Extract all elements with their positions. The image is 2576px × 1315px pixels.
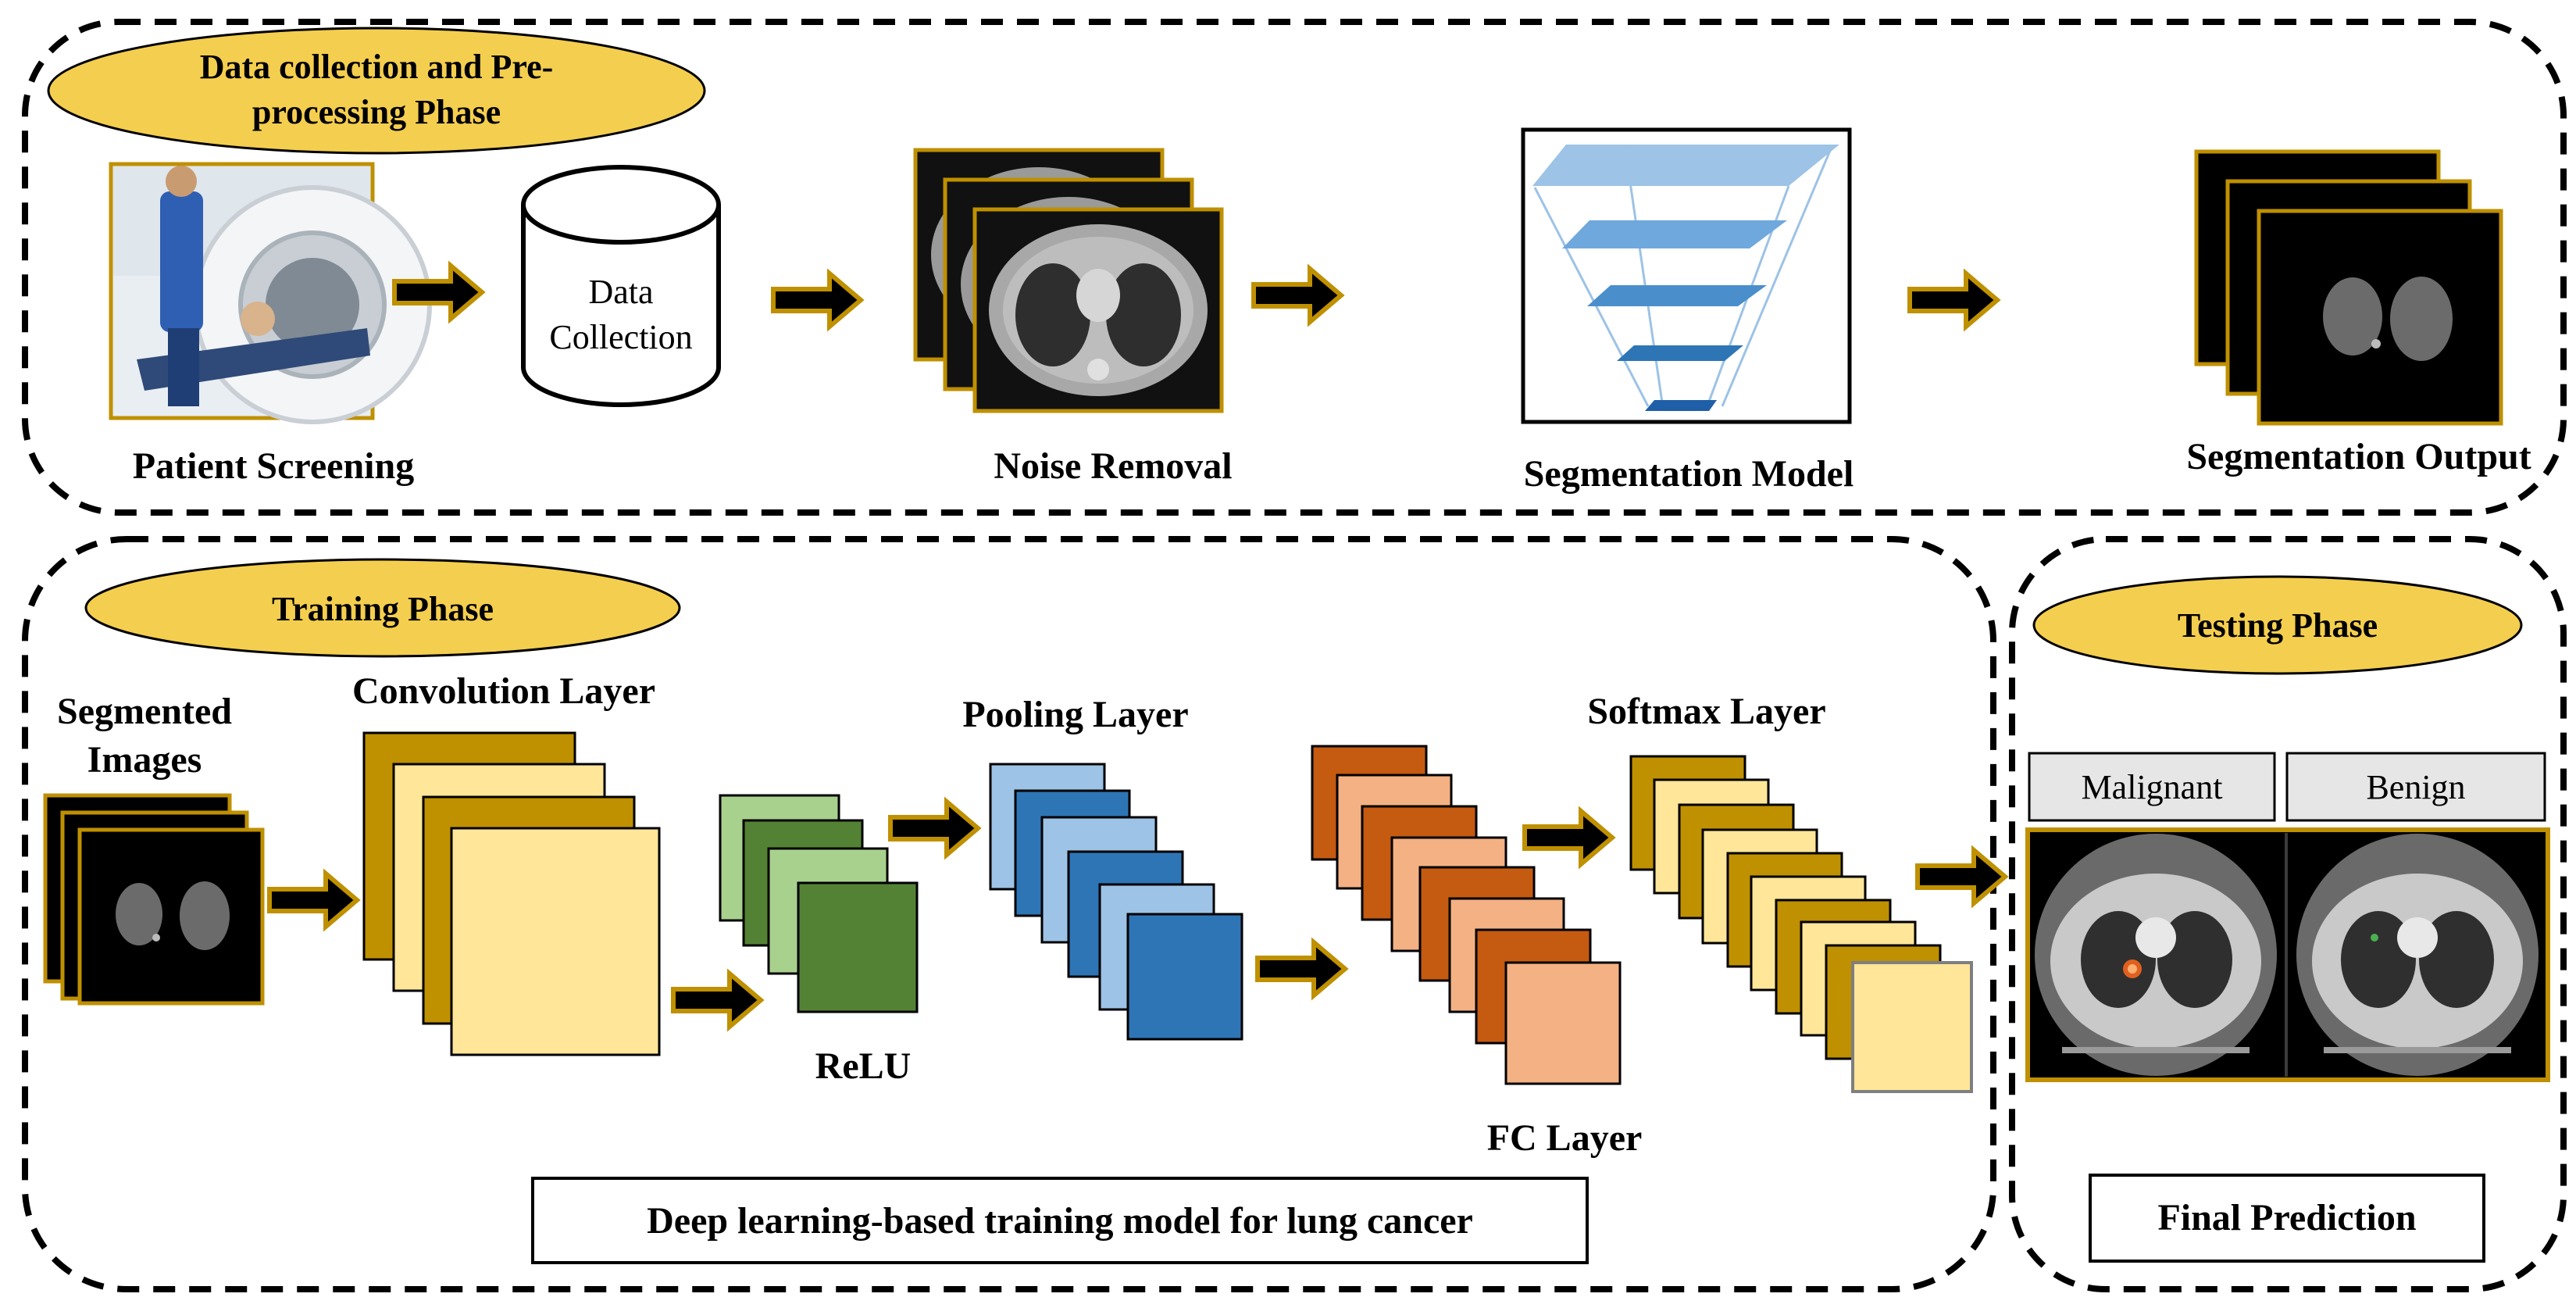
training-model-caption-box: Deep learning-based training model for l… — [531, 1177, 1589, 1264]
convolution-layer-blocks — [362, 731, 661, 1056]
class-malignant-label: Malignant — [2082, 768, 2223, 806]
class-benign-box: Benign — [2285, 752, 2546, 822]
preprocessing-title-line2: processing Phase — [252, 93, 501, 131]
pooling-layer-label: Pooling Layer — [962, 694, 1188, 735]
prediction-ct-images — [2025, 827, 2550, 1082]
testing-title: Testing Phase — [2178, 606, 2378, 645]
arrow-segmentation-to-output — [1910, 273, 1997, 327]
class-benign-label: Benign — [2366, 768, 2465, 806]
segmentation-model-funnel — [1521, 127, 1852, 424]
segmented-images-stack — [43, 793, 265, 1006]
training-phase-pill: Training Phase — [84, 558, 681, 658]
pooling-layer-blocks — [989, 763, 1243, 1041]
convolution-layer-label: Convolution Layer — [352, 670, 655, 712]
testing-phase-pill: Testing Phase — [2032, 575, 2523, 675]
class-malignant-box: Malignant — [2028, 752, 2276, 822]
segmented-images-label-line1: Segmented — [57, 691, 232, 732]
arrow-pooling-to-fc — [1258, 942, 1345, 995]
noise-removal-label: Noise Removal — [994, 445, 1232, 487]
arrow-segmented-to-conv — [269, 874, 357, 927]
training-title: Training Phase — [272, 590, 494, 628]
arrow-softmax-to-testing — [1918, 850, 2005, 903]
segmentation-model-label: Segmentation Model — [1524, 453, 1854, 495]
segmentation-output-stack — [2194, 149, 2503, 426]
segmentation-output-label: Segmentation Output — [2186, 436, 2531, 477]
data-collection-label-line1: Data — [588, 273, 653, 311]
final-prediction-label: Final Prediction — [2157, 1197, 2416, 1238]
relu-blocks — [719, 794, 919, 1013]
data-collection-cylinder — [521, 165, 721, 407]
arrow-collection-to-noise — [773, 273, 861, 327]
fc-layer-blocks — [1311, 745, 1622, 1085]
softmax-layer-blocks — [1629, 755, 1973, 1093]
preprocessing-phase-pill: Data collection and Pre- processing Phas… — [47, 27, 706, 155]
softmax-layer-label: Softmax Layer — [1587, 691, 1825, 732]
fc-layer-label: FC Layer — [1487, 1117, 1643, 1159]
relu-label: ReLU — [815, 1045, 912, 1087]
testing-phase-border — [2009, 536, 2567, 1292]
training-model-caption: Deep learning-based training model for l… — [647, 1200, 1473, 1242]
final-prediction-box: Final Prediction — [2089, 1174, 2485, 1263]
noise-removal-ct-stack — [913, 148, 1224, 413]
preprocessing-title-line1: Data collection and Pre- — [200, 48, 554, 86]
arrow-fc-to-softmax — [1525, 811, 1612, 864]
patient-screening-image — [109, 162, 432, 424]
arrow-conv-to-relu — [673, 974, 761, 1027]
arrow-relu-to-pooling — [890, 802, 978, 855]
patient-screening-label: Patient Screening — [133, 445, 414, 487]
arrow-noise-to-segmentation — [1254, 269, 1341, 322]
segmented-images-label-line2: Images — [87, 739, 202, 781]
training-phase-border — [22, 536, 1996, 1292]
data-collection-label-line2: Collection — [549, 318, 692, 356]
